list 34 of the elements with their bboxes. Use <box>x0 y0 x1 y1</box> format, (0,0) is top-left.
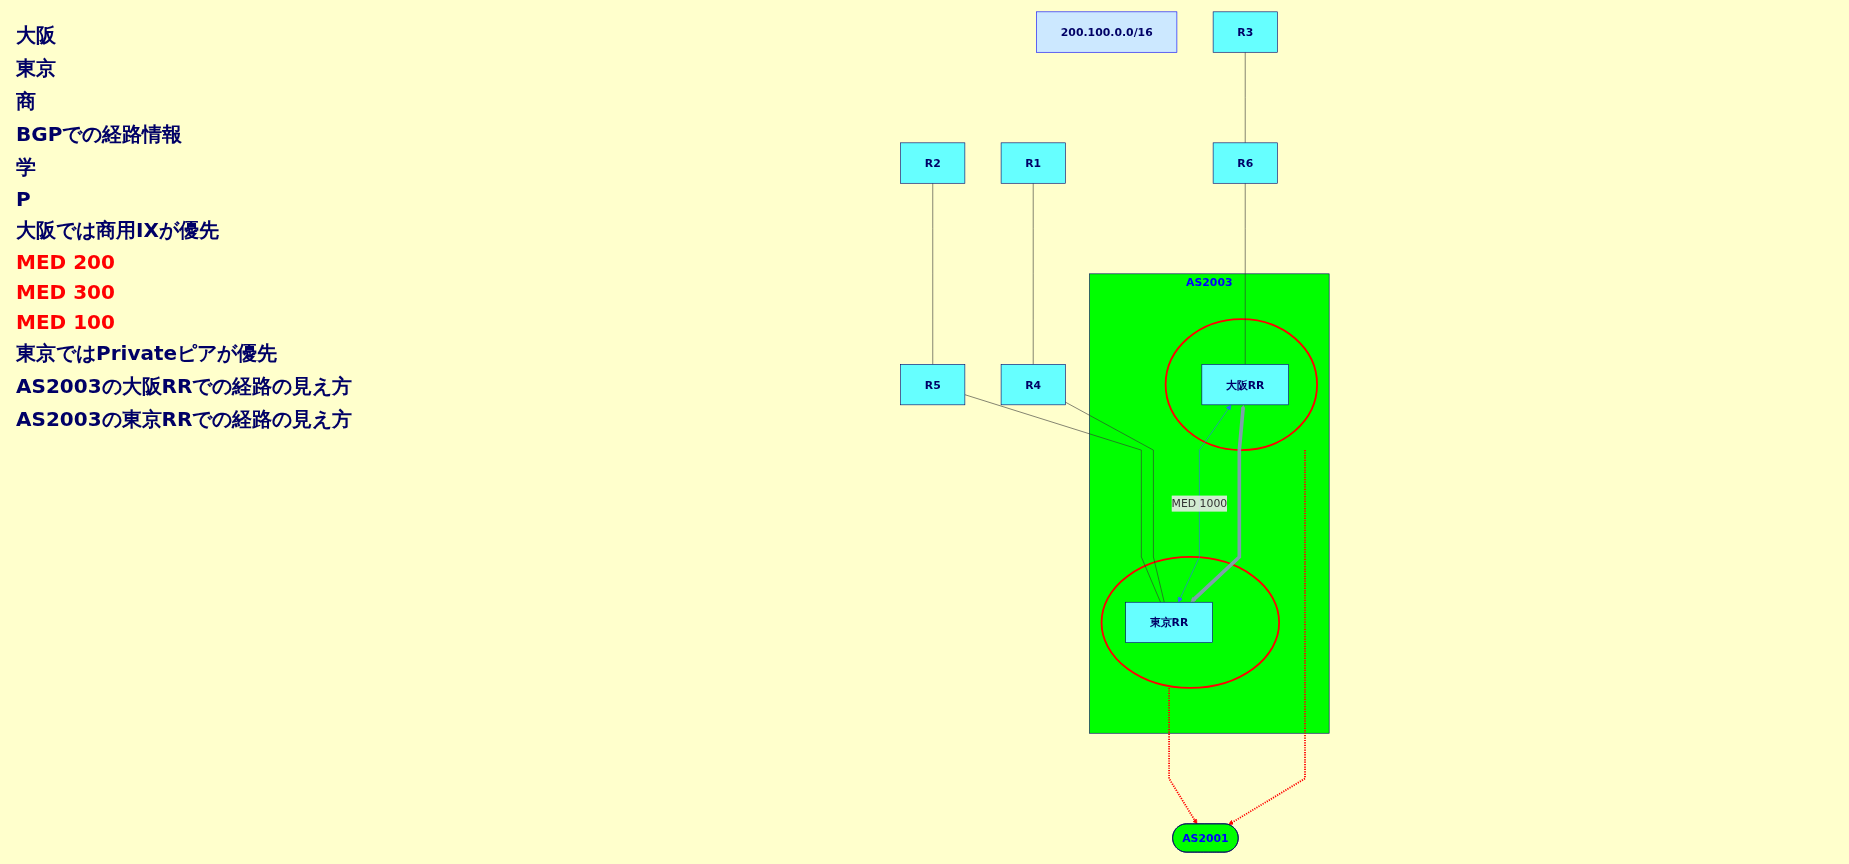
note-text: 大阪 <box>16 22 57 49</box>
cluster <box>1164 318 1318 451</box>
note-text: AS2003の東京RRでの経路の見え方 <box>16 406 354 433</box>
connector <box>1032 183 1034 365</box>
connector <box>1064 401 1165 603</box>
note-text: 学 <box>16 154 37 181</box>
arrow <box>1167 687 1197 825</box>
node-box: R4 <box>1000 364 1066 406</box>
note-text: 商 <box>16 88 37 115</box>
note-text: MED 100 <box>16 310 116 334</box>
node-box: 大阪RR <box>1201 364 1289 406</box>
node-box: 200.100.0.0/16 <box>1035 11 1177 53</box>
node-box: 東京RR <box>1125 601 1213 643</box>
connector <box>1244 183 1246 365</box>
connector <box>932 183 933 365</box>
node-box: R2 <box>899 142 965 184</box>
note-text: MED 200 <box>16 250 116 274</box>
note-text: 東京 <box>16 55 57 82</box>
note-text: 大阪では商用IXが優先 <box>16 217 220 244</box>
note-text: 東京ではPrivateピアが優先 <box>16 340 279 367</box>
cluster <box>1100 556 1280 689</box>
note-text: P <box>16 187 32 211</box>
arrow <box>1227 449 1306 825</box>
arrow <box>1190 404 1246 603</box>
connector <box>964 394 1161 603</box>
note-text: MED 300 <box>16 280 116 304</box>
connector <box>1244 52 1246 144</box>
node-box: R3 <box>1212 11 1278 53</box>
node-box: R5 <box>899 364 965 406</box>
note-text: BGPでの経路情報 <box>16 121 184 148</box>
note-text: AS2003の大阪RRでの経路の見え方 <box>16 373 354 400</box>
node-box: R1 <box>1000 142 1066 184</box>
node-box: R6 <box>1212 142 1278 184</box>
edge-label: MED 1000 <box>1171 497 1227 510</box>
